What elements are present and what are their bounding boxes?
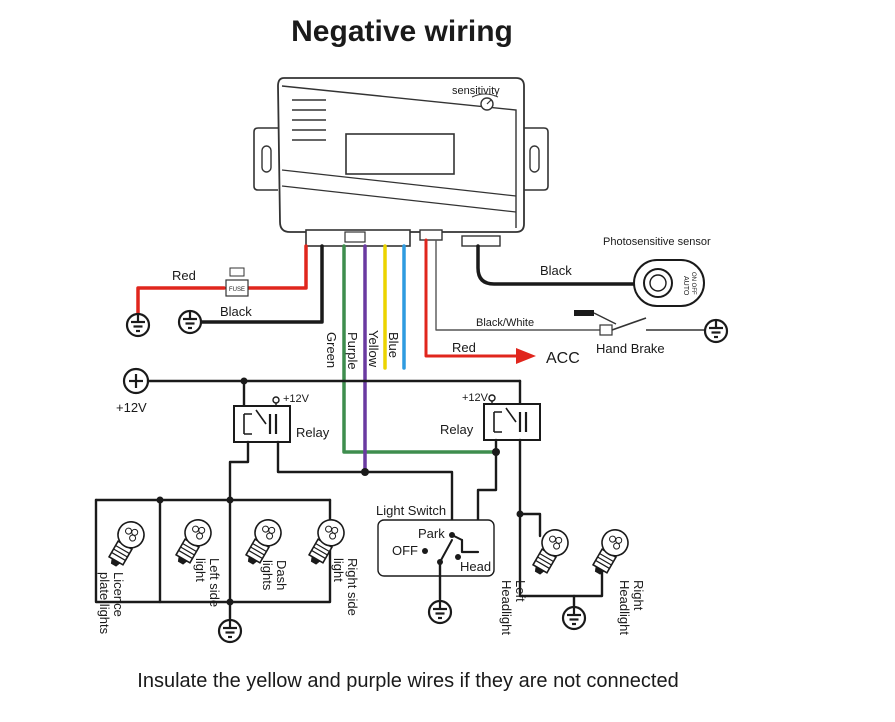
fuse: FUSE [225,267,249,297]
photosensor-wire: Black [476,244,642,286]
switch-head-label: Head [460,559,491,574]
bulb-left-side: Left side light [168,514,222,607]
black-sensor-label: Black [540,263,572,278]
relay-right-label: Relay [440,422,474,437]
green-wire [342,244,498,454]
power-bus: +12V [116,367,522,415]
lamp-dash-line2: lights [260,560,275,591]
bulb-right-head: Right Headlight [585,524,646,635]
ground-icon [177,309,203,335]
acc-label: ACC [546,350,580,367]
relay-right-supply: +12V [462,392,489,404]
power-label: +12V [116,400,147,415]
lamp-left-head-line2: Headlight [499,580,514,635]
bulb-left-head: Left Headlight [499,524,574,635]
page-title: Negative wiring [291,15,513,48]
ground-icon [561,605,587,631]
photosensor-label: Photosensitive sensor [603,236,711,248]
acc-wire: Red ACC [424,238,580,367]
relay-right: +12V Relay [440,392,541,441]
lamp-right-side-line2: light [331,558,346,582]
ground-icon [703,318,729,344]
lamp-right-head-line1: Right [631,580,646,611]
bulb-icon [101,516,150,573]
lamp-right-side-line1: Right side [345,558,360,616]
lamp-left-head-line1: Left [513,580,528,602]
yellow-wire-label: Yellow [366,330,381,368]
switch-off-label: OFF [392,543,418,558]
black-white-label: Black/White [476,317,534,329]
battery-wires: FUSE Red Black [125,244,324,338]
hand-brake-label: Hand Brake [596,341,665,356]
photosensitive-sensor: Photosensitive sensor AUTO ON OFF [603,236,711,307]
bulb-dash: Dash lights [238,514,289,591]
light-switch-label: Light Switch [376,503,446,518]
bulb-right-side: Right side light [301,514,360,616]
lamp-right-head-line2: Headlight [617,580,632,635]
bulb-icon [585,524,634,581]
photosensor-onoff: ON OFF [690,272,696,295]
relay-left-label: Relay [296,425,330,440]
lamp-licence-line1: Licence [111,572,126,617]
lamp-left-side-line2: light [193,558,208,582]
photosensor-auto: AUTO [682,276,689,296]
fuse-label: FUSE [229,287,245,293]
acc-connector [419,229,443,241]
hand-brake-wire: Black/White Hand Brake [435,239,729,356]
ground-icon [125,312,151,338]
footnote: Insulate the yellow and purple wires if … [137,670,678,692]
red-wire-label: Red [172,268,196,283]
relay-left: +12V Relay [233,393,330,443]
signal-wires: Green Purple Yellow Blue [324,244,498,474]
green-wire-label: Green [324,332,339,368]
light-switch[interactable]: Light Switch Park OFF Head [376,503,495,602]
control-module: sensitivity [253,77,549,247]
lamp-left-side-line1: Left side [207,558,222,607]
purple-wire-label: Purple [345,332,360,370]
lamp-dash-line1: Dash [274,560,289,590]
lamp-licence-line2: plate lights [97,572,112,635]
ground-icon [427,599,453,625]
bulb-icon [525,524,574,581]
ground-icon [217,618,243,644]
black-wire-label: Black [220,304,252,319]
bulb-licence: Licence plate lights [97,516,150,635]
red-acc-label: Red [452,340,476,355]
sensor-connector [461,235,501,247]
switch-park-label: Park [418,526,445,541]
relay-left-supply: +12V [283,393,310,405]
blue-wire-label: Blue [386,332,401,358]
